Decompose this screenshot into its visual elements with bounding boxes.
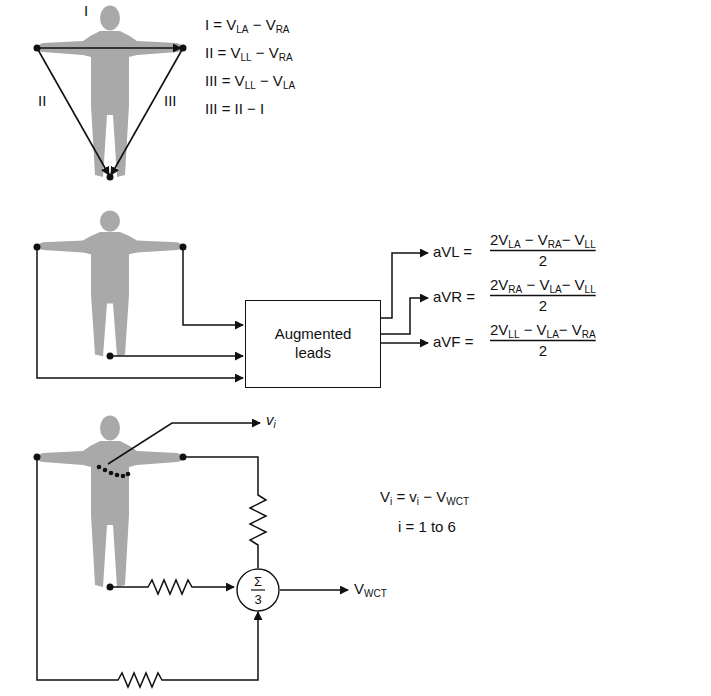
fraction-numerator: 2VLL − VLA− VRA <box>490 321 596 339</box>
equation: III = VLL − VLA <box>205 72 295 90</box>
lead-name: III <box>164 92 177 110</box>
equation: aVF = <box>433 333 473 351</box>
equation: II = VLL − VRA <box>205 44 293 62</box>
sum-sign: Σ <box>236 575 280 588</box>
lead-name: I <box>84 2 88 20</box>
electrode-dots <box>34 45 187 181</box>
divisor: 3 <box>236 593 280 606</box>
fraction-bar <box>490 250 596 251</box>
box-label: Augmented leads <box>246 321 380 367</box>
equation: i = 1 to 6 <box>398 518 456 536</box>
equation: aVL = <box>433 243 472 261</box>
fraction-numerator: 2VLA − VRA− VLL <box>490 231 596 249</box>
signal-name: vi <box>266 411 276 429</box>
electrode-dots <box>34 244 187 360</box>
human-figure <box>37 6 183 178</box>
fraction-denominator: 2 <box>539 297 547 315</box>
fraction-bar <box>490 340 596 341</box>
summing-junction: Σ3 <box>236 568 280 612</box>
signal-name: VWCT <box>354 580 387 598</box>
fraction-denominator: 2 <box>539 342 547 360</box>
equation: aVR = <box>433 288 475 306</box>
human-figure <box>37 416 183 588</box>
lead-arrows <box>37 48 183 175</box>
fraction-numerator: 2VRA − VLA− VLL <box>490 276 596 294</box>
equation: I = VLA − VRA <box>205 16 290 34</box>
fraction-denominator: 2 <box>539 252 547 270</box>
chest-electrodes <box>34 454 187 591</box>
human-figure <box>37 210 183 356</box>
equation: III = II − I <box>205 100 264 118</box>
wires <box>37 423 348 687</box>
equation: Vi = vi − VWCT <box>380 488 469 506</box>
fraction-bar <box>490 295 596 296</box>
lead-name: II <box>38 92 46 110</box>
augmented-leads-box: Augmented leads <box>245 300 381 388</box>
